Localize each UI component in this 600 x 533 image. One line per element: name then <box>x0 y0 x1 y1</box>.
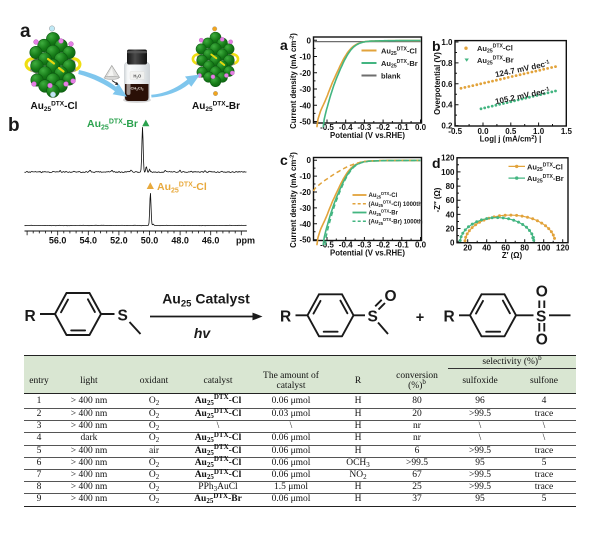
svg-text:80: 80 <box>520 244 529 253</box>
svg-text:40: 40 <box>446 210 455 219</box>
svg-text:-0.2: -0.2 <box>376 123 390 132</box>
svg-text:O: O <box>536 332 548 349</box>
svg-text:Au25DTX-Br: Au25DTX-Br <box>527 174 564 185</box>
svg-text:Au25DTX-Cl: Au25DTX-Cl <box>369 191 398 200</box>
svg-text:Au25DTX-Br: Au25DTX-Br <box>381 59 418 70</box>
svg-text:-20: -20 <box>299 188 311 197</box>
svg-text:0.0: 0.0 <box>415 241 427 250</box>
svg-text:S: S <box>368 309 378 326</box>
svg-text:0: 0 <box>450 239 455 248</box>
svg-text:-0.4: -0.4 <box>339 241 353 250</box>
svg-text:20: 20 <box>446 225 455 234</box>
svg-text:-0.1: -0.1 <box>395 123 409 132</box>
svg-text:S: S <box>118 308 128 325</box>
svg-text:-10: -10 <box>299 172 311 181</box>
svg-text:0.4: 0.4 <box>441 101 453 110</box>
svg-text:46.0: 46.0 <box>202 236 220 246</box>
svg-text:50.0: 50.0 <box>141 236 159 246</box>
svg-text:R: R <box>280 309 291 326</box>
svg-text:0: 0 <box>307 156 312 165</box>
svg-text:-0.1: -0.1 <box>395 241 409 250</box>
svg-text:1.0: 1.0 <box>441 38 453 47</box>
svg-text:-0.5: -0.5 <box>320 241 334 250</box>
svg-text:Potential (V vs.RHE): Potential (V vs.RHE) <box>330 131 405 140</box>
svg-text:0.2: 0.2 <box>441 122 453 131</box>
svg-text:b: b <box>432 38 441 54</box>
svg-text:Au25DTX-Cl: Au25DTX-Cl <box>381 46 417 57</box>
svg-text:60: 60 <box>446 196 455 205</box>
svg-text:-30: -30 <box>299 85 311 94</box>
svg-text:-50: -50 <box>299 236 311 245</box>
svg-text:-30: -30 <box>299 204 311 213</box>
svg-text:Au25DTX-Cl: Au25DTX-Cl <box>31 101 78 114</box>
svg-text:-0.3: -0.3 <box>358 123 372 132</box>
svg-text:1.5: 1.5 <box>561 127 573 136</box>
svg-text:-0.5: -0.5 <box>320 123 334 132</box>
svg-text:a: a <box>20 21 31 42</box>
svg-text:CH2Cl2: CH2Cl2 <box>130 86 143 92</box>
svg-text:-50: -50 <box>299 118 311 127</box>
svg-text:Current density (mA cm-2): Current density (mA cm-2) <box>289 33 298 129</box>
svg-text:a: a <box>280 37 288 53</box>
svg-text:Current density (mA cm-2): Current density (mA cm-2) <box>289 152 298 248</box>
svg-text:Au25DTX-Cl: Au25DTX-Cl <box>157 181 207 194</box>
svg-text:Potential (V vs.RHE): Potential (V vs.RHE) <box>330 249 405 258</box>
svg-text:100: 100 <box>537 244 551 253</box>
svg-text:100: 100 <box>441 168 455 177</box>
svg-text:-0.2: -0.2 <box>376 241 390 250</box>
svg-text:0: 0 <box>307 36 312 45</box>
svg-text:Au25 Catalyst: Au25 Catalyst <box>162 291 250 310</box>
svg-text:0.0: 0.0 <box>477 127 489 136</box>
svg-text:-0.4: -0.4 <box>339 123 353 132</box>
svg-text:O: O <box>385 288 397 305</box>
svg-text:0.5: 0.5 <box>505 127 517 136</box>
svg-text:R: R <box>25 308 36 325</box>
svg-text:Au25DTX-Cl: Au25DTX-Cl <box>527 162 563 173</box>
svg-text:b: b <box>8 115 20 136</box>
svg-text:hv: hv <box>194 325 212 341</box>
svg-text:blank: blank <box>381 72 401 81</box>
svg-text:-10: -10 <box>299 53 311 62</box>
svg-text:H2O: H2O <box>133 74 142 80</box>
svg-text:54.0: 54.0 <box>80 236 98 246</box>
svg-text:(Au25DTX-Cl) 1000th: (Au25DTX-Cl) 1000th <box>369 200 423 209</box>
svg-text:60: 60 <box>501 244 510 253</box>
svg-text:-40: -40 <box>299 101 311 110</box>
svg-text:(Au25DTX-Br) 1000th: (Au25DTX-Br) 1000th <box>369 217 423 226</box>
svg-text:-0.3: -0.3 <box>358 241 372 250</box>
svg-text:48.0: 48.0 <box>171 236 189 246</box>
svg-text:0.8: 0.8 <box>441 59 453 68</box>
svg-text:105.2 mV dec-1: 105.2 mV dec-1 <box>494 86 550 106</box>
svg-text:-0.5: -0.5 <box>448 127 462 136</box>
svg-text:-40: -40 <box>299 220 311 229</box>
svg-text:d: d <box>432 155 441 171</box>
svg-text:ppm: ppm <box>236 236 255 246</box>
svg-text:Au25DTX-Cl: Au25DTX-Cl <box>477 44 513 55</box>
svg-text:O: O <box>536 284 548 301</box>
svg-text:Overpotential (V): Overpotential (V) <box>433 52 442 115</box>
svg-text:-Z″ (Ω): -Z″ (Ω) <box>433 187 442 212</box>
svg-text:Au25DTX-Br: Au25DTX-Br <box>192 101 240 114</box>
svg-text:52.0: 52.0 <box>110 236 128 246</box>
svg-text:120: 120 <box>556 244 570 253</box>
svg-text:S: S <box>536 309 546 326</box>
svg-text:Z′ (Ω): Z′ (Ω) <box>502 251 523 260</box>
svg-text:120: 120 <box>441 154 455 163</box>
svg-text:56.0: 56.0 <box>49 236 67 246</box>
svg-text:R: R <box>444 309 455 326</box>
svg-text:1.0: 1.0 <box>533 127 545 136</box>
svg-text:0.0: 0.0 <box>415 123 427 132</box>
svg-text:80: 80 <box>446 182 455 191</box>
svg-text:0.6: 0.6 <box>441 80 453 89</box>
svg-text:20: 20 <box>463 244 472 253</box>
svg-text:Au25DTX-Br: Au25DTX-Br <box>477 56 514 67</box>
svg-text:+: + <box>416 310 424 326</box>
svg-text:Log| j (mA/cm2) |: Log| j (mA/cm2) | <box>480 135 542 144</box>
svg-text:40: 40 <box>482 244 491 253</box>
svg-text:-20: -20 <box>299 69 311 78</box>
svg-text:Au25DTX-Br: Au25DTX-Br <box>87 118 138 131</box>
svg-text:c: c <box>280 152 288 168</box>
svg-text:Au25DTX-Br: Au25DTX-Br <box>369 208 399 217</box>
